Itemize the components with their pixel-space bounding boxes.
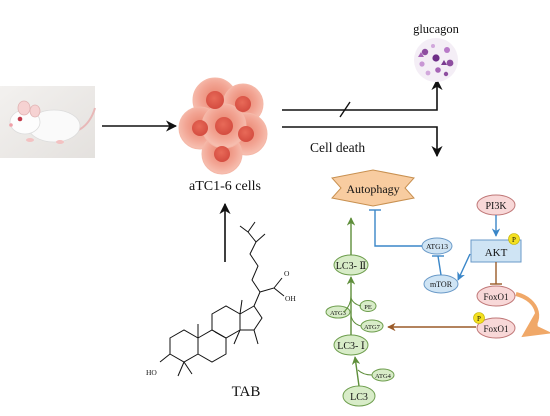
- cell-cluster-image: [178, 77, 268, 175]
- foxo1-phospho-label: FoxO1: [483, 324, 508, 334]
- atg13-inhibits-autophagy: [374, 210, 422, 247]
- hydroxyl-label: HO: [146, 368, 157, 377]
- atg3-node: ATG3: [325, 305, 351, 319]
- lc3-ii-node: LC3- Ⅱ: [333, 254, 369, 276]
- atg4-node: ATG4: [371, 368, 395, 382]
- foxo1-label: FoxO1: [483, 292, 508, 302]
- mtor-node: mTOR: [423, 274, 459, 294]
- akt-phospho-badge: [508, 233, 520, 245]
- lc3-ii-label: LC3- Ⅱ: [336, 261, 367, 272]
- atg13-label: ATG13: [426, 242, 448, 251]
- cells-label: aTC1-6 cells: [189, 179, 261, 194]
- pe-node: PE: [359, 300, 377, 312]
- cells-to-glucagon-arrow: [282, 78, 443, 111]
- foxo1-phosphorylation-arrow: [515, 292, 550, 338]
- lc3-i-label: LC3- Ⅰ: [337, 341, 365, 352]
- mtor-label: mTOR: [430, 280, 453, 289]
- pi3k-node: PI3K: [476, 194, 516, 216]
- cells-to-cell-death-arrow: [282, 126, 443, 158]
- pi3k-label: PI3K: [485, 201, 507, 212]
- atg7-connector: [350, 315, 362, 327]
- akt-to-mtor-arrow: [457, 253, 471, 281]
- lc3-label: LC3: [350, 392, 368, 403]
- pe-connector: [350, 297, 362, 307]
- tab-molecule-structure: [159, 221, 285, 377]
- tab-label: TAB: [232, 384, 261, 400]
- mouse-image: [0, 86, 96, 158]
- cell-death-label: Cell death: [310, 140, 365, 155]
- atg3-label: ATG3: [330, 310, 346, 317]
- lc3-node: LC3: [342, 385, 376, 407]
- mtor-inhibits-atg13: [437, 255, 442, 276]
- foxo1-node: FoxO1: [476, 285, 516, 307]
- atg4-label: ATG4: [375, 373, 392, 380]
- atg13-node: ATG13: [421, 237, 453, 255]
- lc3-to-lc3-i-arrow: [351, 356, 361, 387]
- atg7-label: ATG7: [364, 324, 381, 331]
- akt-label: AKT: [485, 247, 508, 259]
- pe-label: PE: [364, 304, 372, 311]
- foxo1-phospho-node: FoxO1 P: [473, 312, 516, 339]
- autophagy-node: Autophagy: [331, 169, 415, 207]
- foxo1-phospho-badge-label: P: [477, 315, 481, 323]
- autophagy-label: Autophagy: [346, 182, 399, 196]
- glucagon-label: glucagon: [413, 22, 460, 36]
- glucagon-granules-image: [414, 38, 458, 82]
- lc3-i-node: LC3- Ⅰ: [333, 334, 369, 356]
- akt-phospho-label: P: [512, 236, 516, 244]
- inhibition-slash: [339, 101, 351, 118]
- atg3-connector: [343, 295, 352, 313]
- atg4-connector: [357, 369, 373, 376]
- akt-node: AKT P: [470, 233, 522, 263]
- carboxyl-oh-label: OH: [285, 294, 296, 303]
- foxo1-phospho-badge: [473, 312, 485, 324]
- carbonyl-label: O: [284, 269, 290, 278]
- atg7-node: ATG7: [360, 319, 384, 333]
